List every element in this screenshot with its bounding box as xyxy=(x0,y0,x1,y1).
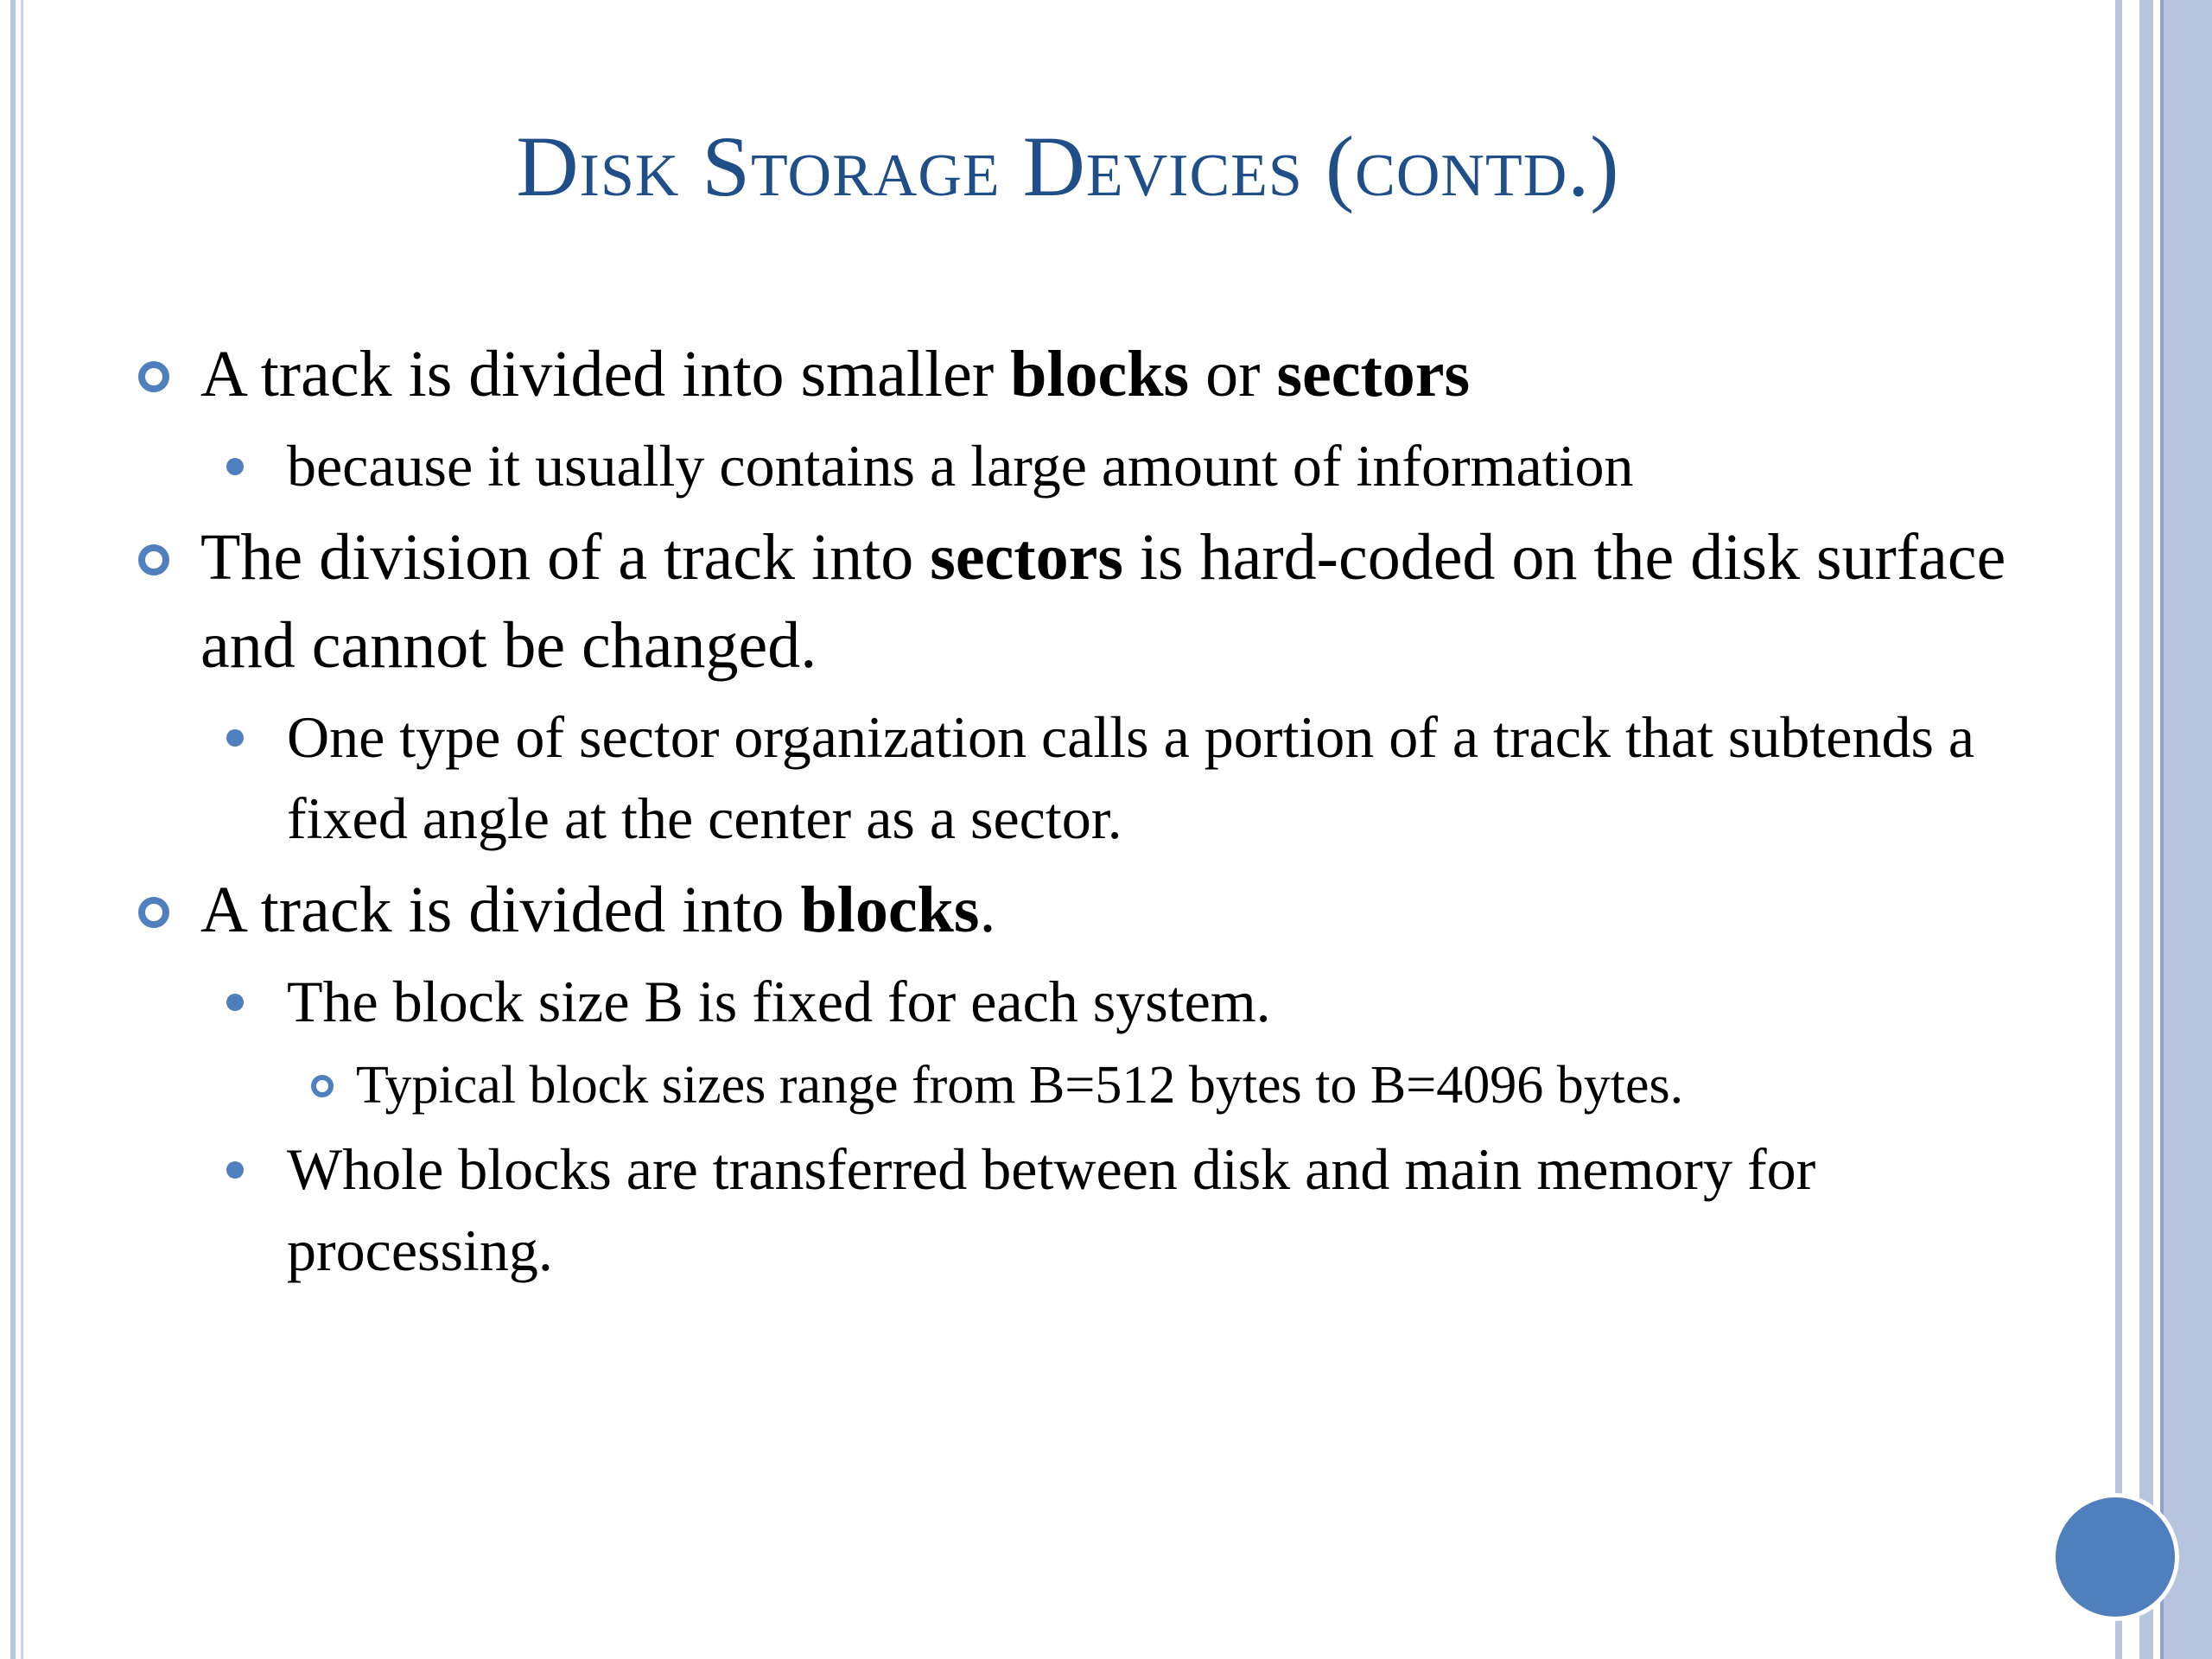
bullet-text: A track is divided into smaller blocks o… xyxy=(200,338,1471,410)
bullet-item-level2: because it usually contains a large amou… xyxy=(130,425,2031,506)
filled-dot-bullet-icon xyxy=(226,1161,244,1179)
right-band-stripe xyxy=(2164,0,2212,1659)
filled-dot-bullet-icon xyxy=(226,994,244,1011)
bullet-text: Typical block sizes range from B=512 byt… xyxy=(356,1056,1684,1115)
bullet-item-level2: The block size B is fixed for each syste… xyxy=(130,961,2031,1042)
hollow-circle-bullet-icon xyxy=(138,361,169,392)
bullet-text: because it usually contains a large amou… xyxy=(287,433,1634,499)
left-decorative-line-thin xyxy=(21,0,23,1659)
bullet-text: The division of a track into sectors is … xyxy=(200,521,2006,682)
corner-circle-decoration xyxy=(2051,1493,2179,1621)
bullet-item-level1: A track is divided into smaller blocks o… xyxy=(130,330,2031,418)
bullet-text: The block size B is fixed for each syste… xyxy=(287,969,1271,1034)
bullet-item-level3: Typical block sizes range from B=512 byt… xyxy=(130,1049,2031,1122)
right-band-stripe-dark xyxy=(2160,0,2164,1659)
slide-title: Disk Storage Devices (contd.) xyxy=(516,118,1620,214)
left-decorative-line xyxy=(10,0,16,1659)
right-band-stripe xyxy=(2115,0,2122,1659)
filled-dot-bullet-icon xyxy=(226,458,244,475)
bullet-text: Whole blocks are transferred between dis… xyxy=(287,1136,1816,1283)
hollow-circle-bullet-icon xyxy=(311,1075,334,1097)
bullet-item-level1: A track is divided into blocks. xyxy=(130,866,2031,954)
bullet-item-level2: Whole blocks are transferred between dis… xyxy=(130,1128,2031,1291)
right-band-gap xyxy=(2153,0,2160,1659)
bullet-item-level1: The division of a track into sectors is … xyxy=(130,513,2031,690)
bullet-item-level2: One type of sector organization calls a … xyxy=(130,696,2031,859)
bullet-text: One type of sector organization calls a … xyxy=(287,704,1975,851)
bullet-text: A track is divided into blocks. xyxy=(200,874,996,946)
hollow-circle-bullet-icon xyxy=(138,544,169,575)
filled-dot-bullet-icon xyxy=(226,729,244,747)
bullet-list: A track is divided into smaller blocks o… xyxy=(130,330,2031,1291)
hollow-circle-bullet-icon xyxy=(138,897,169,928)
right-band-gap xyxy=(2127,0,2139,1659)
right-band-stripe xyxy=(2139,0,2153,1659)
